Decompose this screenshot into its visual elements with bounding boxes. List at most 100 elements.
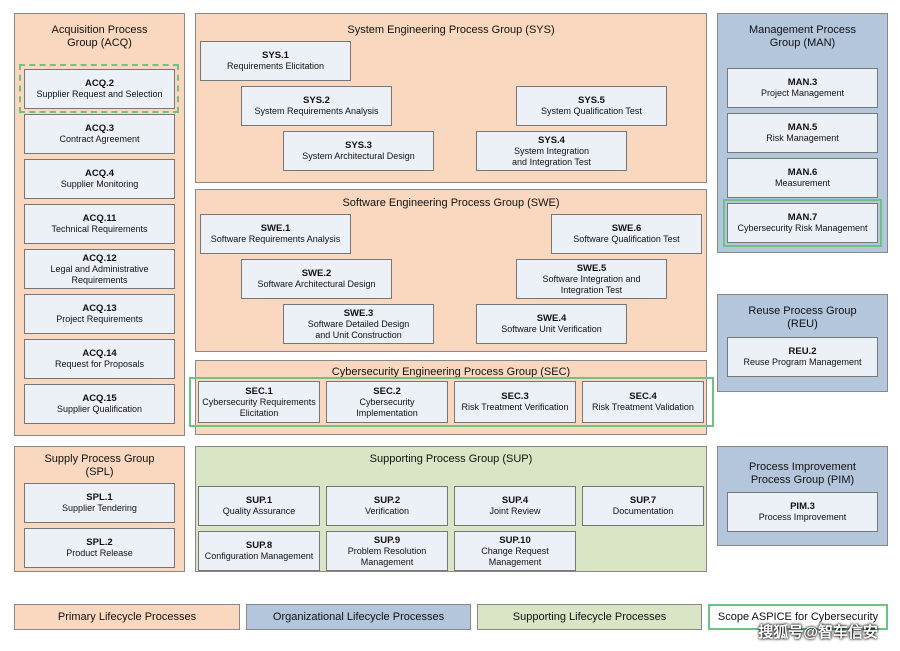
process-name: Project Management bbox=[760, 88, 845, 98]
watermark: 搜狐号@智车信安 bbox=[758, 624, 878, 641]
process-id: SYS.2 bbox=[303, 95, 330, 106]
process-id: SUP.10 bbox=[499, 534, 531, 546]
process-id: SEC.3 bbox=[501, 391, 529, 402]
process-box-acq3: ACQ.3 Contract Agreement bbox=[24, 114, 175, 154]
process-box-swe5: SWE.5 Software Integration and Integrati… bbox=[516, 259, 667, 299]
man-group-title: Management Process Group (MAN) bbox=[749, 24, 856, 49]
process-box-swe3: SWE.3 Software Detailed Design and Unit … bbox=[283, 304, 434, 344]
process-box-sec3: SEC.3 Risk Treatment Verification bbox=[454, 381, 576, 423]
process-name: Software Architectural Design bbox=[257, 279, 376, 289]
process-box-man3: MAN.3 Project Management bbox=[727, 68, 878, 108]
process-name: Measurement bbox=[774, 178, 831, 188]
process-name: Supplier Monitoring bbox=[60, 179, 139, 189]
legend-scope: Scope ASPICE for Cybersecurity bbox=[708, 604, 888, 630]
process-name: Documentation bbox=[612, 506, 674, 516]
process-box-sup4: SUP.4 Joint Review bbox=[454, 486, 576, 526]
process-box-sup1: SUP.1 Quality Assurance bbox=[198, 486, 320, 526]
process-name: Risk Treatment Validation bbox=[592, 402, 694, 412]
process-id: ACQ.2 bbox=[84, 78, 115, 89]
process-id: SYS.3 bbox=[345, 140, 372, 151]
process-id: ACQ.15 bbox=[82, 393, 117, 404]
legend-primary: Primary Lifecycle Processes bbox=[14, 604, 240, 630]
legend-supporting: Supporting Lifecycle Processes bbox=[477, 604, 702, 630]
process-name: System Qualification Test bbox=[541, 106, 642, 116]
process-id: ACQ.14 bbox=[82, 348, 117, 359]
process-id: ACQ.11 bbox=[82, 213, 117, 224]
process-id: SUP.8 bbox=[245, 540, 273, 551]
process-box-sys3: SYS.3 System Architectural Design bbox=[283, 131, 434, 171]
process-id: SWE.3 bbox=[343, 307, 374, 319]
process-name: Joint Review bbox=[489, 506, 541, 516]
process-box-acq15: ACQ.15 Supplier Qualification bbox=[24, 384, 175, 424]
process-name: Cybersecurity Risk Management bbox=[737, 223, 868, 233]
process-name: Software Qualification Test bbox=[573, 234, 680, 244]
process-box-reu2: REU.2 Reuse Program Management bbox=[727, 337, 878, 377]
process-id: MAN.7 bbox=[787, 212, 818, 223]
process-box-sup8: SUP.8 Configuration Management bbox=[198, 531, 320, 571]
sec-group-title: Cybersecurity Engineering Process Group … bbox=[331, 366, 571, 378]
process-id: SWE.1 bbox=[260, 223, 291, 234]
process-box-sys1: SYS.1 Requirements Elicitation bbox=[200, 41, 351, 81]
process-id: SWE.5 bbox=[576, 262, 607, 274]
process-box-sup2: SUP.2 Verification bbox=[326, 486, 448, 526]
process-box-sys5: SYS.5 System Qualification Test bbox=[516, 86, 667, 126]
process-id: ACQ.3 bbox=[84, 123, 115, 134]
process-id: ACQ.13 bbox=[82, 303, 117, 314]
process-box-spl2: SPL.2 Product Release bbox=[24, 528, 175, 568]
process-name: System Integration and Integration Test bbox=[512, 145, 591, 167]
process-box-acq4: ACQ.4 Supplier Monitoring bbox=[24, 159, 175, 199]
process-id: SUP.9 bbox=[373, 534, 401, 546]
process-name: Cybersecurity Implementation bbox=[356, 396, 418, 418]
process-name: Problem Resolution Management bbox=[347, 545, 427, 567]
process-name: Project Requirements bbox=[56, 314, 143, 324]
scope-highlight-acq2 bbox=[19, 64, 179, 113]
process-name: System Architectural Design bbox=[302, 151, 415, 161]
process-box-acq12: ACQ.12 Legal and Administrative Requirem… bbox=[24, 249, 175, 289]
process-name: Risk Management bbox=[766, 133, 839, 143]
process-box-man5: MAN.5 Risk Management bbox=[727, 113, 878, 153]
process-id: MAN.3 bbox=[787, 77, 818, 88]
process-box-acq11: ACQ.11 Technical Requirements bbox=[24, 204, 175, 244]
process-box-swe4: SWE.4 Software Unit Verification bbox=[476, 304, 627, 344]
process-id: SUP.1 bbox=[245, 495, 273, 506]
process-id: SUP.4 bbox=[501, 495, 529, 506]
process-name: Process Improvement bbox=[758, 512, 847, 522]
process-name: Supplier Qualification bbox=[56, 404, 143, 414]
pim-group-title: Process Improvement Process Group (PIM) bbox=[749, 461, 856, 486]
process-box-swe1: SWE.1 Software Requirements Analysis bbox=[200, 214, 351, 254]
process-id: MAN.5 bbox=[787, 122, 818, 133]
process-id: REU.2 bbox=[788, 346, 817, 357]
process-box-sup9: SUP.9 Problem Resolution Management bbox=[326, 531, 448, 571]
process-name: Reuse Program Management bbox=[743, 357, 862, 367]
scope-highlight-sec bbox=[189, 377, 714, 427]
process-name: Software Detailed Design and Unit Constr… bbox=[307, 318, 410, 340]
process-name: Cybersecurity Requirements Elicitation bbox=[202, 396, 316, 418]
sup-group-title: Supporting Process Group (SUP) bbox=[369, 453, 533, 465]
process-id: SUP.7 bbox=[629, 495, 657, 506]
process-name: Software Requirements Analysis bbox=[210, 234, 341, 244]
process-name: System Requirements Analysis bbox=[254, 106, 379, 116]
process-name: Change Request Management bbox=[481, 545, 549, 567]
process-box-sys4: SYS.4 System Integration and Integration… bbox=[476, 131, 627, 171]
process-box-spl1: SPL.1 Supplier Tendering bbox=[24, 483, 175, 523]
process-id: SWE.4 bbox=[536, 313, 567, 324]
process-box-sup10: SUP.10 Change Request Management bbox=[454, 531, 576, 571]
reu-group-title: Reuse Process Group (REU) bbox=[748, 305, 857, 330]
process-box-swe2: SWE.2 Software Architectural Design bbox=[241, 259, 392, 299]
process-box-acq13: ACQ.13 Project Requirements bbox=[24, 294, 175, 334]
process-id: SEC.1 bbox=[245, 385, 273, 397]
process-box-sec1: SEC.1 Cybersecurity Requirements Elicita… bbox=[198, 381, 320, 423]
process-id: PIM.3 bbox=[790, 501, 815, 512]
process-id: MAN.6 bbox=[787, 167, 818, 178]
process-box-sec2: SEC.2 Cybersecurity Implementation bbox=[326, 381, 448, 423]
process-name: Supplier Tendering bbox=[62, 503, 137, 513]
process-name: Software Unit Verification bbox=[501, 324, 602, 334]
process-id: SUP.2 bbox=[373, 495, 401, 506]
scope-highlight-man7 bbox=[723, 199, 882, 247]
process-name: Technical Requirements bbox=[51, 224, 148, 234]
process-id: SPL.2 bbox=[86, 537, 113, 548]
sys-group-title: System Engineering Process Group (SYS) bbox=[347, 24, 555, 36]
process-id: SYS.1 bbox=[262, 50, 289, 61]
process-box-acq2: ACQ.2 Supplier Request and Selection bbox=[24, 69, 175, 109]
process-name: Risk Treatment Verification bbox=[461, 402, 569, 412]
